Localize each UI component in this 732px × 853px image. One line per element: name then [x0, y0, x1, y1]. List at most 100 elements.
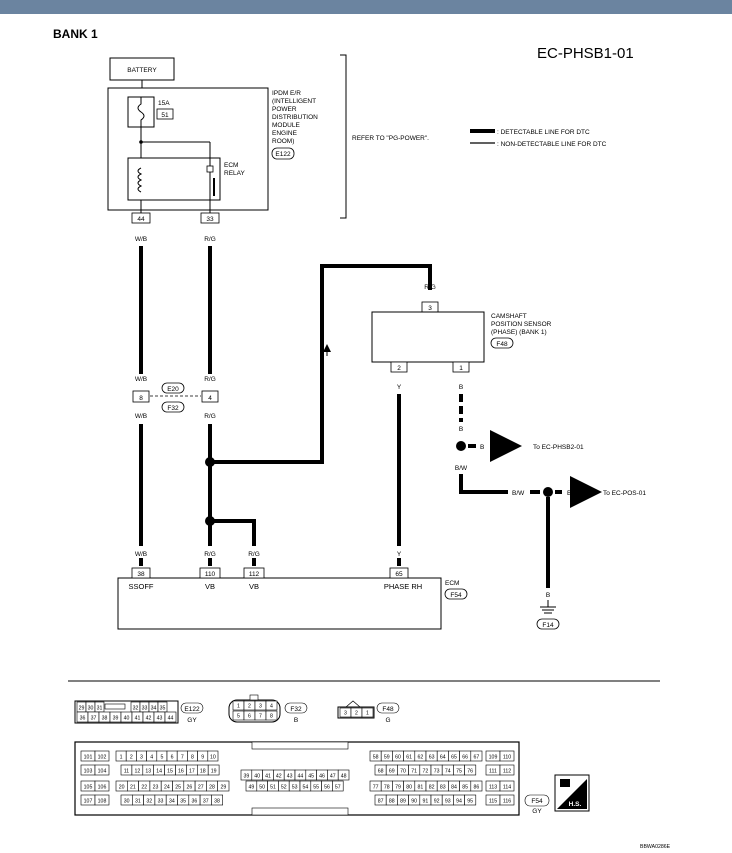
- f54-pin-11: 11: [124, 769, 129, 775]
- ecm-pin-110: 110: [205, 571, 216, 578]
- svg-text:B: B: [567, 490, 571, 497]
- f54-pin-34: 34: [169, 799, 175, 805]
- f54-pin-77: 77: [373, 785, 379, 791]
- f54-pin-52: 52: [281, 785, 287, 791]
- f54-pin-62: 62: [418, 755, 424, 761]
- f54-pin-66: 66: [462, 755, 468, 761]
- f54-pin-87: 87: [378, 799, 384, 805]
- f54-pin-9: 9: [201, 755, 204, 761]
- f48-pin-3: 3: [344, 711, 347, 717]
- sensor-label-3: (PHASE) (BANK 1): [491, 329, 547, 336]
- svg-text:B: B: [459, 384, 463, 391]
- f54-pin-114: 114: [503, 785, 511, 791]
- ecm-pin-38: 38: [137, 571, 145, 578]
- f48-pin-2: 2: [355, 711, 358, 717]
- f54-pin-19: 19: [211, 769, 217, 775]
- fuse-number: 51: [161, 112, 169, 119]
- e122-pin-38: 38: [102, 716, 108, 722]
- f54-pin-91: 91: [423, 799, 429, 805]
- wire-rg-to-sensor: [210, 264, 432, 464]
- relay-label-2: RELAY: [224, 170, 245, 177]
- svg-text:ENGINE: ENGINE: [272, 130, 298, 137]
- f54-pin-78: 78: [384, 785, 390, 791]
- ecm-connector: F54: [450, 592, 462, 599]
- f54-pin-111: 111: [489, 769, 497, 775]
- f54-pin-102: 102: [98, 755, 107, 761]
- f54-pin-48: 48: [341, 774, 347, 780]
- ref-phsb2: To EC-PHSB2-01: [533, 444, 584, 451]
- f54-pin-55: 55: [313, 785, 319, 791]
- f54-pin-70: 70: [400, 769, 406, 775]
- f54-pin-46: 46: [319, 774, 325, 780]
- f54-pin-116: 116: [503, 799, 511, 805]
- f54-pin-79: 79: [395, 785, 401, 791]
- f54-pin-94: 94: [456, 799, 462, 805]
- f54-pin-50: 50: [259, 785, 265, 791]
- f32-face-color: B: [294, 717, 298, 724]
- f54-pin-5: 5: [160, 755, 163, 761]
- fuse-amp: 15A: [158, 100, 170, 107]
- f54-pin-110: 110: [503, 755, 511, 761]
- f54-pin-54: 54: [303, 785, 309, 791]
- ecm-pin-65-name: PHASE RH: [384, 582, 422, 591]
- f54-pin-68: 68: [378, 769, 384, 775]
- sensor-pin-3: 3: [428, 305, 432, 312]
- e122-pin-32: 32: [133, 706, 139, 712]
- f54-pin-106: 106: [98, 785, 107, 791]
- f54-pin-95: 95: [467, 799, 473, 805]
- f54-pin-36: 36: [192, 799, 198, 805]
- f54-face-color: GY: [532, 808, 542, 815]
- f48-face-label: F48: [382, 706, 394, 713]
- svg-text:B: B: [459, 426, 463, 433]
- f54-pin-2: 2: [130, 755, 133, 761]
- ecm-pin-112: 112: [249, 571, 260, 578]
- f54-pin-56: 56: [324, 785, 330, 791]
- e122-pin-30: 30: [88, 706, 94, 712]
- f54-pin-107: 107: [84, 799, 93, 805]
- pin-33: 33: [206, 216, 214, 223]
- f54-pin-13: 13: [145, 769, 151, 775]
- svg-text:R/G: R/G: [204, 413, 216, 420]
- f54-pin-76: 76: [467, 769, 473, 775]
- relay-label-1: ECM: [224, 162, 238, 169]
- f32-pin-7: 7: [259, 714, 262, 720]
- e122-face-label: E122: [184, 706, 200, 713]
- f54-pin-15: 15: [167, 769, 173, 775]
- f54-pin-3: 3: [140, 755, 143, 761]
- splice-4: [543, 487, 553, 497]
- power-bracket: [340, 54, 347, 219]
- wire-bw: [459, 474, 508, 494]
- f54-pin-104: 104: [98, 769, 107, 775]
- f54-pin-22: 22: [141, 785, 147, 791]
- e122-pin-34: 34: [151, 706, 157, 712]
- f54-pin-24: 24: [164, 785, 170, 791]
- f54-pin-10: 10: [210, 755, 216, 761]
- f54-pin-30: 30: [124, 799, 130, 805]
- f32-pin-1: 1: [237, 704, 240, 710]
- ipdm-connector: E122: [275, 151, 291, 158]
- svg-text:W/B: W/B: [135, 413, 147, 420]
- f54-pin-25: 25: [175, 785, 181, 791]
- relay-coil-icon: [137, 167, 143, 193]
- sensor-label-1: CAMSHAFT: [491, 313, 527, 320]
- svg-text:(INTELLIGENT: (INTELLIGENT: [272, 98, 316, 105]
- f54-pin-109: 109: [489, 755, 498, 761]
- svg-text:DISTRIBUTION: DISTRIBUTION: [272, 114, 318, 121]
- f54-face-label: F54: [531, 798, 543, 805]
- f54-pin-73: 73: [434, 769, 440, 775]
- f54-pin-37: 37: [203, 799, 209, 805]
- legend-non-detectable: : NON-DETECTABLE LINE FOR DTC: [497, 141, 607, 148]
- svg-text:IPDM E/R: IPDM E/R: [272, 90, 301, 97]
- ecm-pin-112-name: VB: [249, 582, 259, 591]
- f54-pin-71: 71: [411, 769, 417, 775]
- f32-face-label: F32: [290, 706, 302, 713]
- f54-pin-17: 17: [189, 769, 195, 775]
- f54-pin-92: 92: [434, 799, 440, 805]
- svg-text:R/G: R/G: [204, 376, 216, 383]
- f54-pin-93: 93: [445, 799, 451, 805]
- sensor-label-2: POSITION SENSOR: [491, 321, 552, 328]
- f54-pin-14: 14: [156, 769, 162, 775]
- f54-pin-88: 88: [389, 799, 395, 805]
